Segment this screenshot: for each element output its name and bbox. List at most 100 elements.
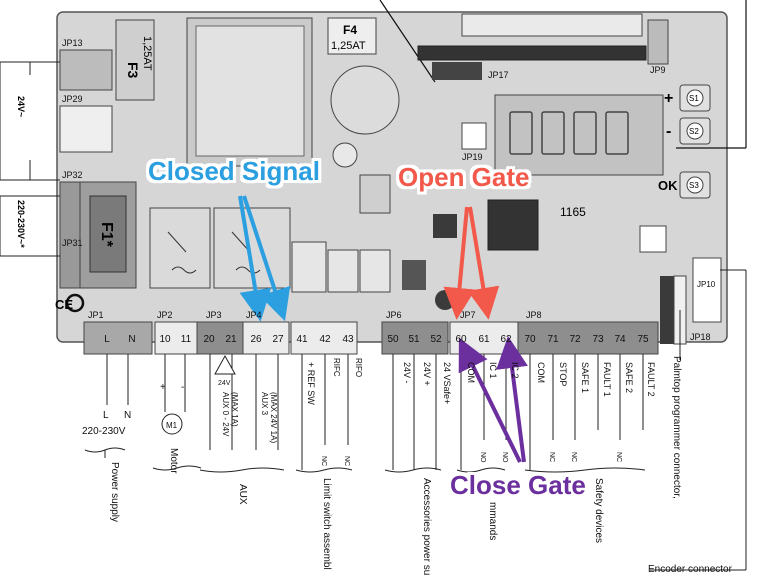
terminal-20: 20 [203,334,215,345]
terminal-71: 71 [547,334,559,345]
s2-button-label: S2 [689,127,699,136]
no-label-2: NO [501,452,508,463]
motor-m1-label: M1 [166,421,178,430]
terminal-62: 62 [500,334,512,345]
nc-label-3: NC [548,452,555,462]
f3-label: F3 [125,62,141,79]
palmtop-connector-label: Palmtop programmer connector, [671,356,682,499]
jp32-label: JP32 [62,170,83,180]
terminal-72: 72 [569,334,581,345]
commands-label: mmands [487,502,498,540]
no-label-1: NO [479,452,486,463]
aux3-limit-label: (MAX 24V 1A) [269,392,278,443]
terminal-l: L [104,334,110,345]
fault2-label: FAULT 2 [646,362,656,397]
jp10-label: JP10 [697,280,716,289]
terminal-n: N [128,334,135,345]
terminal-50: 50 [387,334,399,345]
stop-label: STOP [558,362,568,386]
open-gate-annotation: Open Gate [398,162,530,192]
terminal-26: 26 [250,334,262,345]
ok-label: OK [658,178,678,193]
terminal-11: 11 [181,334,192,345]
aux3-label: AUX 3 [260,392,269,416]
encoder-connector-label: Encoder connector [648,564,733,575]
terminal-52: 52 [430,334,442,345]
safe1-label: SAFE 1 [580,362,590,393]
nc-label-4: NC [570,452,577,462]
terminal-42: 42 [319,334,331,345]
terminal-61: 61 [478,334,490,345]
s3-button-label: S3 [689,181,699,190]
motor-plus-label: + [160,382,166,393]
ic1-label: IC 1 [488,362,498,379]
jp8-label: JP8 [526,310,542,320]
24v-plus-label: 24V + [422,362,432,386]
jp7-label: JP7 [460,310,476,320]
ce-mark: CE [55,297,73,312]
jp18-label: JP18 [690,332,711,342]
ref-sw-label: + REF SW [306,362,316,405]
s1-button-label: S1 [689,94,699,103]
ic2-label: IC 2 [510,362,520,379]
power-n-label: N [124,410,131,421]
terminal-73: 73 [592,334,604,345]
v24-label: 24V~ [16,96,26,117]
accessories-power-label: Accessories power su [421,478,432,575]
jp4-label: JP4 [246,310,262,320]
terminal-60: 60 [455,334,467,345]
terminal-75: 75 [637,334,649,345]
aux-label: AUX [237,484,248,505]
nc-label-2: NC [343,456,350,466]
jp13-label: JP13 [62,38,83,48]
f3-value: 1,25AT [141,36,153,71]
f4-value: 1,25AT [331,40,366,52]
terminal-10: 10 [159,334,171,345]
com2-label: COM [536,362,546,383]
rifc-label: RIFC [332,358,341,377]
motor-minus-label: - [181,382,184,393]
jp9-label: JP9 [650,65,666,75]
v220-label: 220-230V~* [16,200,26,248]
24v-minus-label: 24V - [402,362,412,384]
plus-label: + [664,90,673,107]
fault1-label: FAULT 1 [602,362,612,397]
jp19-label: JP19 [462,152,483,162]
jp29-label: JP29 [62,94,83,104]
jp2-label: JP2 [157,310,173,320]
jp31-label: JP31 [62,238,83,248]
limit-switch-label: Limit switch assembl [321,478,332,570]
jp6-label: JP6 [386,310,402,320]
terminal-43: 43 [342,334,354,345]
nc-label-5: NC [615,452,622,462]
f1-label: F1* [98,222,115,248]
aux0-label: AUX 0 - 24V [221,392,230,437]
terminal-21: 21 [225,334,237,345]
jp17-label: JP17 [488,70,509,80]
safe2-label: SAFE 2 [624,362,634,393]
power-voltage-label: 220-230V [82,426,126,437]
24v-safe-label: 24 VSafe+ [442,362,452,404]
rifo-label: RIFO [354,358,363,377]
closed-signal-annotation: Closed Signal [148,156,320,186]
minus-label: - [666,123,671,140]
aux-24v-label: 24V [218,380,231,387]
terminal-74: 74 [614,334,626,345]
com-label: COM [466,362,476,383]
f4-label: F4 [343,23,357,37]
safety-devices-label: Safety devices [593,478,604,543]
terminal-27: 27 [272,334,284,345]
part-number: 1165 [560,205,586,219]
aux0-limit-label: (MAX 1A) [230,392,239,427]
motor-label: Motor [168,448,179,474]
jp3-label: JP3 [206,310,222,320]
nc-label-1: NC [320,456,327,466]
power-l-label: L [103,410,109,421]
terminal-41: 41 [296,334,308,345]
terminal-70: 70 [524,334,536,345]
terminal-51: 51 [408,334,420,345]
jp1-label: JP1 [88,310,104,320]
close-gate-annotation: Close Gate [450,470,586,500]
